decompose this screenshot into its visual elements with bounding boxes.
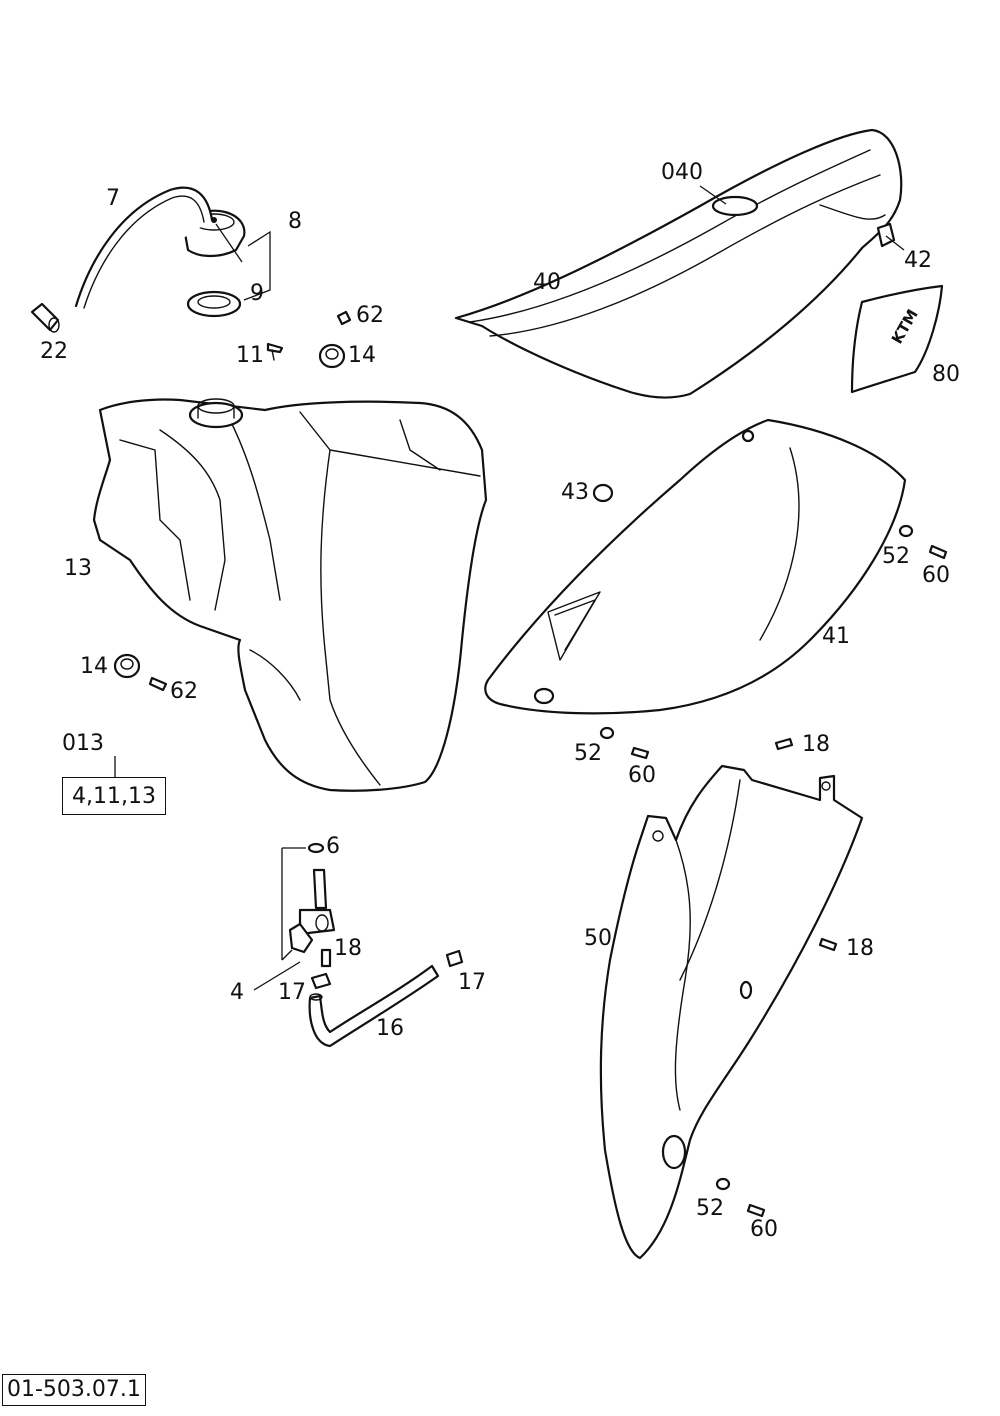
callout-11: 11 [236,343,264,368]
screw-part-60-side [928,544,948,560]
washer-part-52-low [715,1177,731,1191]
cap-seal-part-9 [186,290,242,318]
shroud-part-50 [599,764,864,1260]
washer-part-52-mid [599,726,615,740]
screw-part-18-upper [774,737,794,751]
callout-62-top: 62 [356,303,384,328]
callout-60-mid: 60 [628,763,656,788]
screw-part-18-right [818,937,838,952]
seat-part-40 [454,128,903,399]
callout-62-left: 62 [170,679,198,704]
callout-50: 50 [584,926,612,951]
callout-41: 41 [822,624,850,649]
clamp-part-17-right [445,949,464,968]
callout-4: 4 [230,980,244,1005]
callout-13: 13 [64,556,92,581]
callout-60-low: 60 [750,1217,778,1242]
screw-part-60-low [746,1203,766,1218]
o-ring-part-6 [307,842,325,854]
callout-42: 42 [904,248,932,273]
washer-part-52-side [898,524,914,538]
screw-part-62-left [148,676,168,692]
side-panel-part-41 [484,418,907,715]
spacer-part-14-left [113,653,141,679]
callout-80: 80 [932,362,960,387]
drawing-number: 01-503.07.1 [2,1374,146,1407]
callout-52-side: 52 [882,544,910,569]
callout-60-side: 60 [922,563,950,588]
callout-22: 22 [40,339,68,364]
ktm-decal-part-80: KTM [850,284,944,394]
fuel-tap-part-4 [288,868,336,954]
callout-8: 8 [288,209,302,234]
callout-16: 16 [376,1016,404,1041]
callout-040: 040 [661,160,703,185]
grommet-part-43 [592,483,614,503]
callout-17-right: 17 [458,970,486,995]
clamp-part-17-left [310,972,332,990]
spacer-part-14-top [318,343,346,369]
screw-part-60-mid [630,746,650,760]
kit-part-number: 013 [62,731,104,756]
leader-lines [114,185,905,991]
callout-18-upper: 18 [802,732,830,757]
fuel-hose-part-16 [308,964,440,1048]
kit-contents-box: 4,11,13 [62,777,166,815]
fuel-tank-part-13 [92,398,488,792]
hose-fitting-part-22 [30,302,60,333]
screw-part-62-top [336,310,352,326]
screw-part-18-tap [320,948,332,968]
callout-18-right: 18 [846,936,874,961]
callout-14-left: 14 [80,654,108,679]
callout-17-left: 17 [278,980,306,1005]
callout-52-mid: 52 [574,741,602,766]
callout-52-low: 52 [696,1196,724,1221]
callout-7: 7 [106,186,120,211]
callout-9: 9 [250,281,264,306]
callout-14-top: 14 [348,343,376,368]
callout-18-tap: 18 [334,936,362,961]
breather-hose-part-7 [74,186,214,309]
callout-43: 43 [561,480,589,505]
screw-part-11 [266,342,284,361]
callout-6: 6 [326,834,340,859]
callout-40: 40 [533,270,561,295]
